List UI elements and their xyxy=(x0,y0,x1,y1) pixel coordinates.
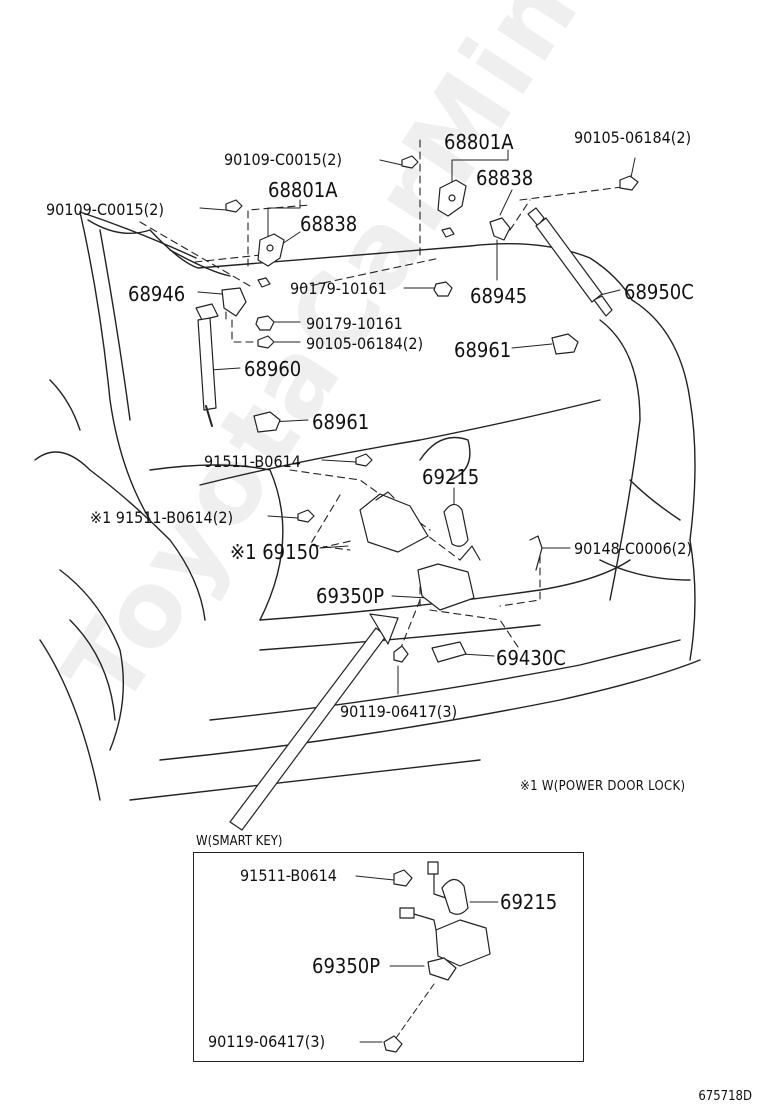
label-90109-upper: 90109-C0015(2) xyxy=(224,150,343,169)
label-68950C: 68950C xyxy=(624,280,694,304)
label-69430C: 69430C xyxy=(496,646,566,670)
label-68838-right: 68838 xyxy=(476,166,534,190)
parts xyxy=(195,155,639,663)
label-91511-upper: 91511-B0614 xyxy=(204,452,301,471)
label-91511-marked: ※1 91511-B0614(2) xyxy=(90,508,234,527)
inset-parts xyxy=(355,861,499,1053)
label-69150: ※1 69150 xyxy=(230,540,320,564)
label-90179-center: 90179-10161 xyxy=(290,279,387,298)
label-90105-top-right: 90105-06184(2) xyxy=(574,128,692,147)
inset-title: W(SMART KEY) xyxy=(196,834,283,849)
label-90119: 90119-06417(3) xyxy=(340,702,458,721)
label-68960: 68960 xyxy=(244,357,302,381)
label-68945: 68945 xyxy=(470,284,528,308)
inset-arrow xyxy=(229,613,399,831)
label-68801A-left: 68801A xyxy=(268,178,338,202)
label-90105-mid: 90105-06184(2) xyxy=(306,334,424,353)
label-69350P: 69350P xyxy=(316,584,385,608)
inset-label-69350P: 69350P xyxy=(312,954,381,978)
dashed-guides xyxy=(139,139,631,651)
label-68961-right: 68961 xyxy=(454,338,512,362)
label-68961-left: 68961 xyxy=(312,410,370,434)
inset-label-69215: 69215 xyxy=(500,890,558,914)
label-90148: 90148-C0006(2) xyxy=(574,539,693,558)
label-90109-left: 90109-C0015(2) xyxy=(46,200,165,219)
inset-label-90119: 90119-06417(3) xyxy=(208,1032,326,1051)
label-68801A-right: 68801A xyxy=(444,130,514,154)
smart-key-inset xyxy=(193,852,584,1062)
note-power-door-lock: ※1 W(POWER DOOR LOCK) xyxy=(520,779,686,794)
label-68838-left: 68838 xyxy=(300,212,358,236)
label-90179-left: 90179-10161 xyxy=(306,314,403,333)
vehicle-body xyxy=(34,211,701,801)
inset-label-91511: 91511-B0614 xyxy=(240,866,337,885)
label-68946: 68946 xyxy=(128,282,186,306)
label-69215: 69215 xyxy=(422,465,480,489)
diagram-code: 675718D xyxy=(698,1089,752,1104)
